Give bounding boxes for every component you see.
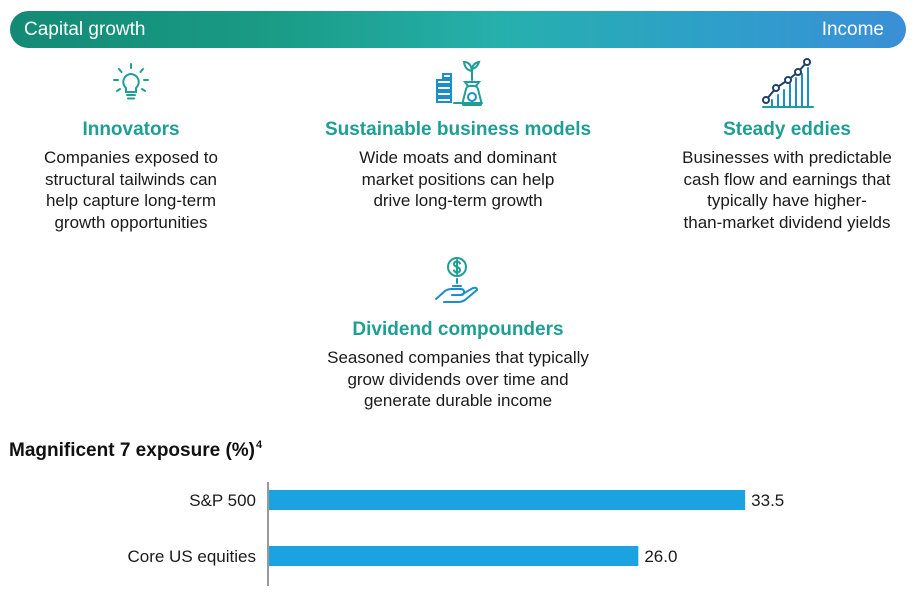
category-sustainable-business-models: Sustainable business models Wide moats a…	[318, 58, 598, 218]
capital-growth-income-spectrum: Capital growth Income	[10, 11, 906, 48]
chart-title-text: Magnificent 7 exposure (%)	[9, 440, 255, 461]
bar	[269, 546, 639, 566]
category-title: Steady eddies	[723, 119, 851, 140]
category-description: Wide moats and dominant market positions…	[359, 148, 557, 210]
line-bar-chart-icon	[761, 58, 815, 110]
bar	[269, 490, 746, 510]
category-description: Companies exposed to structural tailwind…	[44, 148, 218, 232]
category-steady-eddies: Steady eddies Businesses with predictabl…	[660, 58, 914, 238]
spectrum-right-label: Income	[821, 19, 884, 40]
bar-value-label: 26.0	[644, 547, 677, 566]
category-tick-label: S&P 500	[189, 491, 256, 510]
category-title: Dividend compounders	[352, 319, 564, 340]
category-title: Innovators	[82, 119, 180, 140]
bar-value-label: 33.5	[751, 491, 784, 510]
chart-title: Magnificent 7 exposure (%)4	[9, 439, 262, 462]
lightbulb-icon	[107, 60, 155, 108]
hand-coin-icon	[433, 255, 483, 307]
money-growth-icon	[434, 58, 484, 110]
category-description: Seasoned companies that typically grow d…	[327, 348, 589, 410]
category-dividend-compounders: Dividend compounders Seasoned companies …	[300, 255, 616, 415]
category-tick-label: Core US equities	[127, 547, 256, 566]
category-innovators: Innovators Companies exposed to structur…	[10, 58, 252, 238]
category-description: Businesses with predictable cash flow an…	[682, 148, 892, 232]
category-title: Sustainable business models	[324, 119, 592, 140]
spectrum-left-label: Capital growth	[24, 19, 146, 40]
chart-title-footnote: 4	[256, 439, 263, 451]
